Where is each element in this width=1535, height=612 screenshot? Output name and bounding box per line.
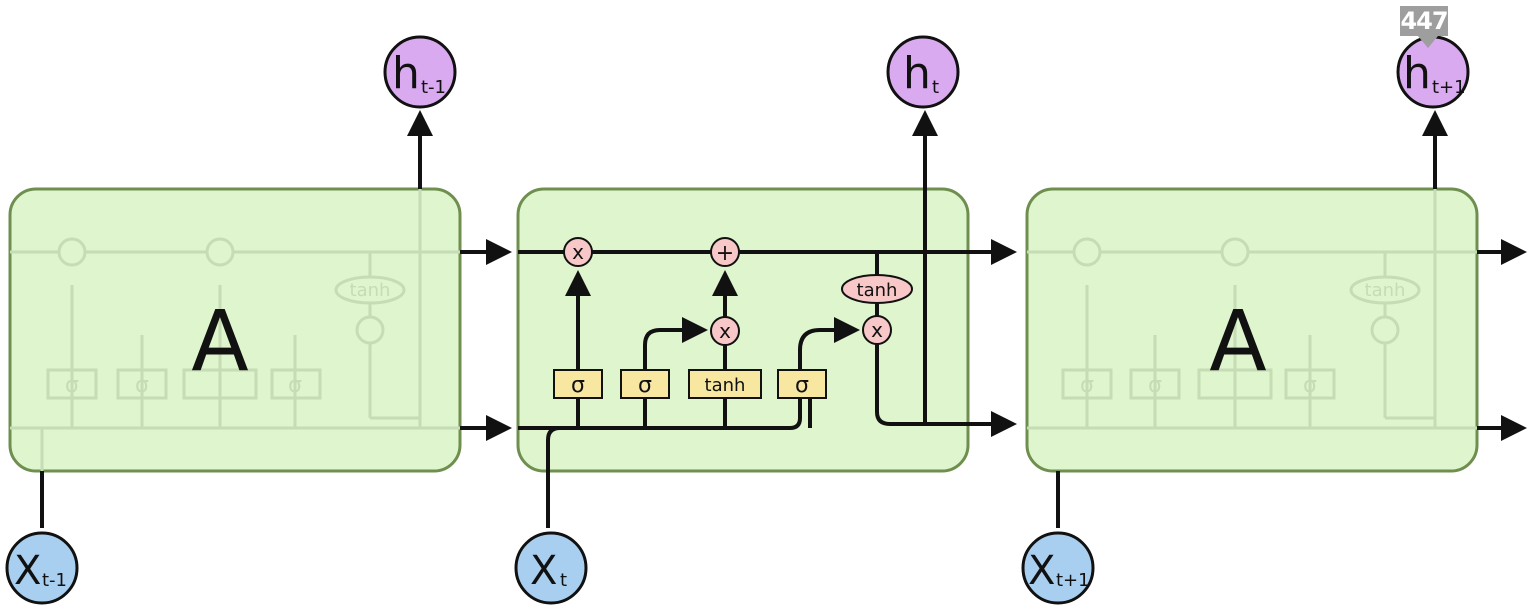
gate-output-sigma: σ	[777, 369, 827, 399]
faint-gate-label: σ	[1303, 373, 1317, 398]
cell-center-box	[516, 187, 970, 473]
sigma-label: σ	[571, 373, 585, 398]
input-node-center: X t	[514, 531, 588, 605]
output-label: h	[1403, 48, 1431, 99]
input-subscript: t-1	[42, 570, 67, 591]
gate-forget-sigma: σ	[553, 369, 603, 399]
output-label: h	[903, 48, 931, 99]
op-output-multiply: x	[862, 315, 892, 345]
faint-gate-label: σ	[65, 373, 79, 398]
gate-candidate-tanh: tanh	[688, 369, 762, 399]
counter-badge: 447	[1400, 6, 1449, 48]
cell-center: x + x x tanh σ σ tanh	[516, 110, 1017, 528]
output-subscript: t+1	[1432, 77, 1466, 98]
cell-left-label: A	[191, 292, 248, 390]
input-label: X	[530, 548, 557, 594]
multiply-icon: x	[572, 240, 584, 264]
sigma-label: σ	[638, 373, 652, 398]
output-node-center: h t	[886, 35, 960, 109]
cell-right-faint-internals	[1027, 189, 1477, 430]
op-forget-multiply: x	[563, 237, 593, 267]
output-label: h	[392, 48, 420, 99]
tanh-label: tanh	[705, 375, 746, 396]
cell-left-faint-internals	[10, 237, 460, 430]
cell-left-box	[8, 187, 462, 473]
faint-gate-label: σ	[135, 373, 149, 398]
output-node-left: h t-1	[383, 35, 457, 109]
output-subscript: t	[932, 77, 939, 98]
cell-right-faint-labels: σ σ σ tanh	[1080, 280, 1405, 398]
input-node-right: X t+1	[1021, 531, 1095, 605]
input-label: X	[14, 548, 41, 594]
multiply-icon: x	[871, 318, 883, 342]
faint-gate-label: σ	[288, 373, 302, 398]
input-subscript: t+1	[1056, 570, 1090, 591]
op-add: +	[710, 237, 740, 267]
faint-gate-label: σ	[1148, 373, 1162, 398]
faint-gate-label: σ	[1080, 373, 1094, 398]
faint-tanh-label: tanh	[350, 280, 391, 301]
tanh-op-label: tanh	[857, 280, 898, 301]
cell-left-faint-labels: σ σ σ tanh	[65, 280, 390, 398]
cell-right-label: A	[1209, 292, 1266, 390]
faint-tanh-label: tanh	[1365, 280, 1406, 301]
input-subscript: t	[560, 570, 567, 591]
multiply-icon: x	[719, 319, 731, 343]
gate-input-sigma: σ	[620, 369, 670, 399]
input-node-left: X t-1	[5, 531, 79, 605]
sigma-label: σ	[795, 373, 809, 398]
op-cell-tanh: tanh	[841, 274, 913, 304]
input-label: X	[1028, 548, 1055, 594]
cell-right-box	[1025, 187, 1479, 473]
output-subscript: t-1	[421, 77, 446, 98]
op-input-multiply: x	[710, 316, 740, 346]
output-node-right: h t+1	[1396, 35, 1470, 109]
cell-left: σ σ σ tanh A	[8, 110, 462, 528]
cell-right: σ σ σ tanh A	[1025, 110, 1527, 528]
add-icon: +	[716, 241, 734, 266]
